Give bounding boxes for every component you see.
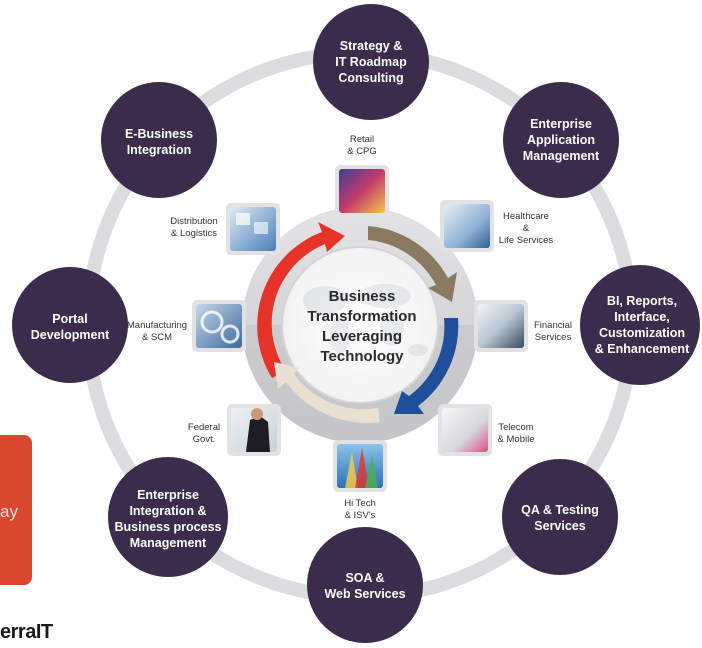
service-label: Web Services [324, 587, 405, 601]
industry-label: & [523, 223, 530, 234]
service-label: SOA & [345, 571, 384, 585]
industry-tile-telecom: Telecom & Mobile [438, 404, 534, 456]
industry-label: Financial [534, 320, 572, 331]
hub-inner-disc [281, 246, 439, 404]
service-enterprise-application[interactable]: Enterprise Application Management [503, 82, 619, 198]
center-title-line: Technology [320, 348, 404, 365]
industry-label: Distribution [170, 216, 218, 227]
industry-label: & SCM [142, 332, 172, 343]
service-label: BI, Reports, [607, 294, 677, 308]
industry-label: Retail [350, 134, 374, 145]
service-label: Development [31, 328, 110, 342]
industry-label: & ISV's [345, 510, 376, 521]
healthcare-photo [444, 204, 490, 248]
service-label: Services [534, 519, 585, 533]
side-callout-box [0, 435, 32, 585]
industry-tile-financial: Financial Services [474, 300, 572, 352]
industry-label: Manufacturing [127, 320, 187, 331]
industry-label: Telecom [498, 422, 533, 433]
industry-tile-distribution: Distribution & Logistics [170, 203, 280, 255]
center-title: Business Transformation Leveraging Techn… [307, 288, 416, 365]
service-label: Application [527, 133, 595, 147]
industry-tile-retail: Retail & CPG [335, 134, 389, 217]
telecom-photo [442, 408, 488, 452]
center-title-line: Leveraging [322, 328, 402, 345]
industry-label: & CPG [347, 146, 377, 157]
industry-label: & Mobile [498, 434, 535, 445]
service-label: IT Roadmap [335, 55, 407, 69]
industry-label: & Logistics [171, 228, 217, 239]
service-ebusiness[interactable]: E-Business Integration [101, 82, 217, 198]
world-map-watermark [303, 284, 428, 356]
arrow-blue [394, 318, 459, 414]
service-label: Management [130, 536, 207, 550]
service-qa-testing[interactable]: QA & Testing Services [502, 459, 618, 575]
service-enterprise-integration[interactable]: Enterprise Integration & Business proces… [108, 457, 228, 577]
service-label: QA & Testing [521, 503, 599, 517]
manufacturing-photo [196, 304, 242, 348]
service-bi-reports[interactable]: BI, Reports, Interface, Customization & … [580, 265, 700, 385]
brand-text: erraIT [0, 621, 53, 643]
service-label: E-Business [125, 127, 193, 141]
industry-label: Federal [188, 422, 220, 433]
service-strategy[interactable]: Strategy & IT Roadmap Consulting [313, 4, 429, 120]
industry-label: Hi Tech [344, 498, 376, 509]
retail-photo [339, 169, 385, 213]
center-title-line: Transformation [307, 308, 416, 325]
side-callout-text: ay [0, 502, 18, 521]
arrow-beige [274, 362, 380, 423]
industry-label: Govt. [193, 434, 216, 445]
service-label: Interface, [614, 310, 670, 324]
industry-tile-manufacturing: Manufacturing & SCM [127, 300, 246, 352]
financial-photo [478, 304, 524, 348]
industry-label: Healthcare [503, 211, 549, 222]
service-label: Business process [115, 520, 222, 534]
service-label: Enterprise [530, 117, 592, 131]
service-label: Enterprise [137, 488, 199, 502]
industry-label: Services [535, 332, 572, 343]
service-label: Integration [127, 143, 192, 157]
service-soa[interactable]: SOA & Web Services [307, 527, 423, 643]
arrow-red [257, 222, 345, 378]
industry-tile-hitech: Hi Tech & ISV's [333, 440, 387, 521]
service-label: Integration & [129, 504, 206, 518]
service-label: Strategy & [340, 39, 403, 53]
industry-label: Life Services [499, 235, 554, 246]
center-title-line: Business [329, 288, 396, 305]
arrow-brown [368, 226, 457, 302]
service-label: & Enhancement [595, 342, 690, 356]
industry-tile-healthcare: Healthcare & Life Services [440, 200, 553, 252]
service-label: Management [523, 149, 600, 163]
service-label: Consulting [338, 71, 403, 85]
industry-tile-federal: Federal Govt. [188, 404, 281, 456]
service-label: Portal [52, 312, 87, 326]
service-portal[interactable]: Portal Development [12, 267, 128, 383]
service-label: Customization [599, 326, 685, 340]
